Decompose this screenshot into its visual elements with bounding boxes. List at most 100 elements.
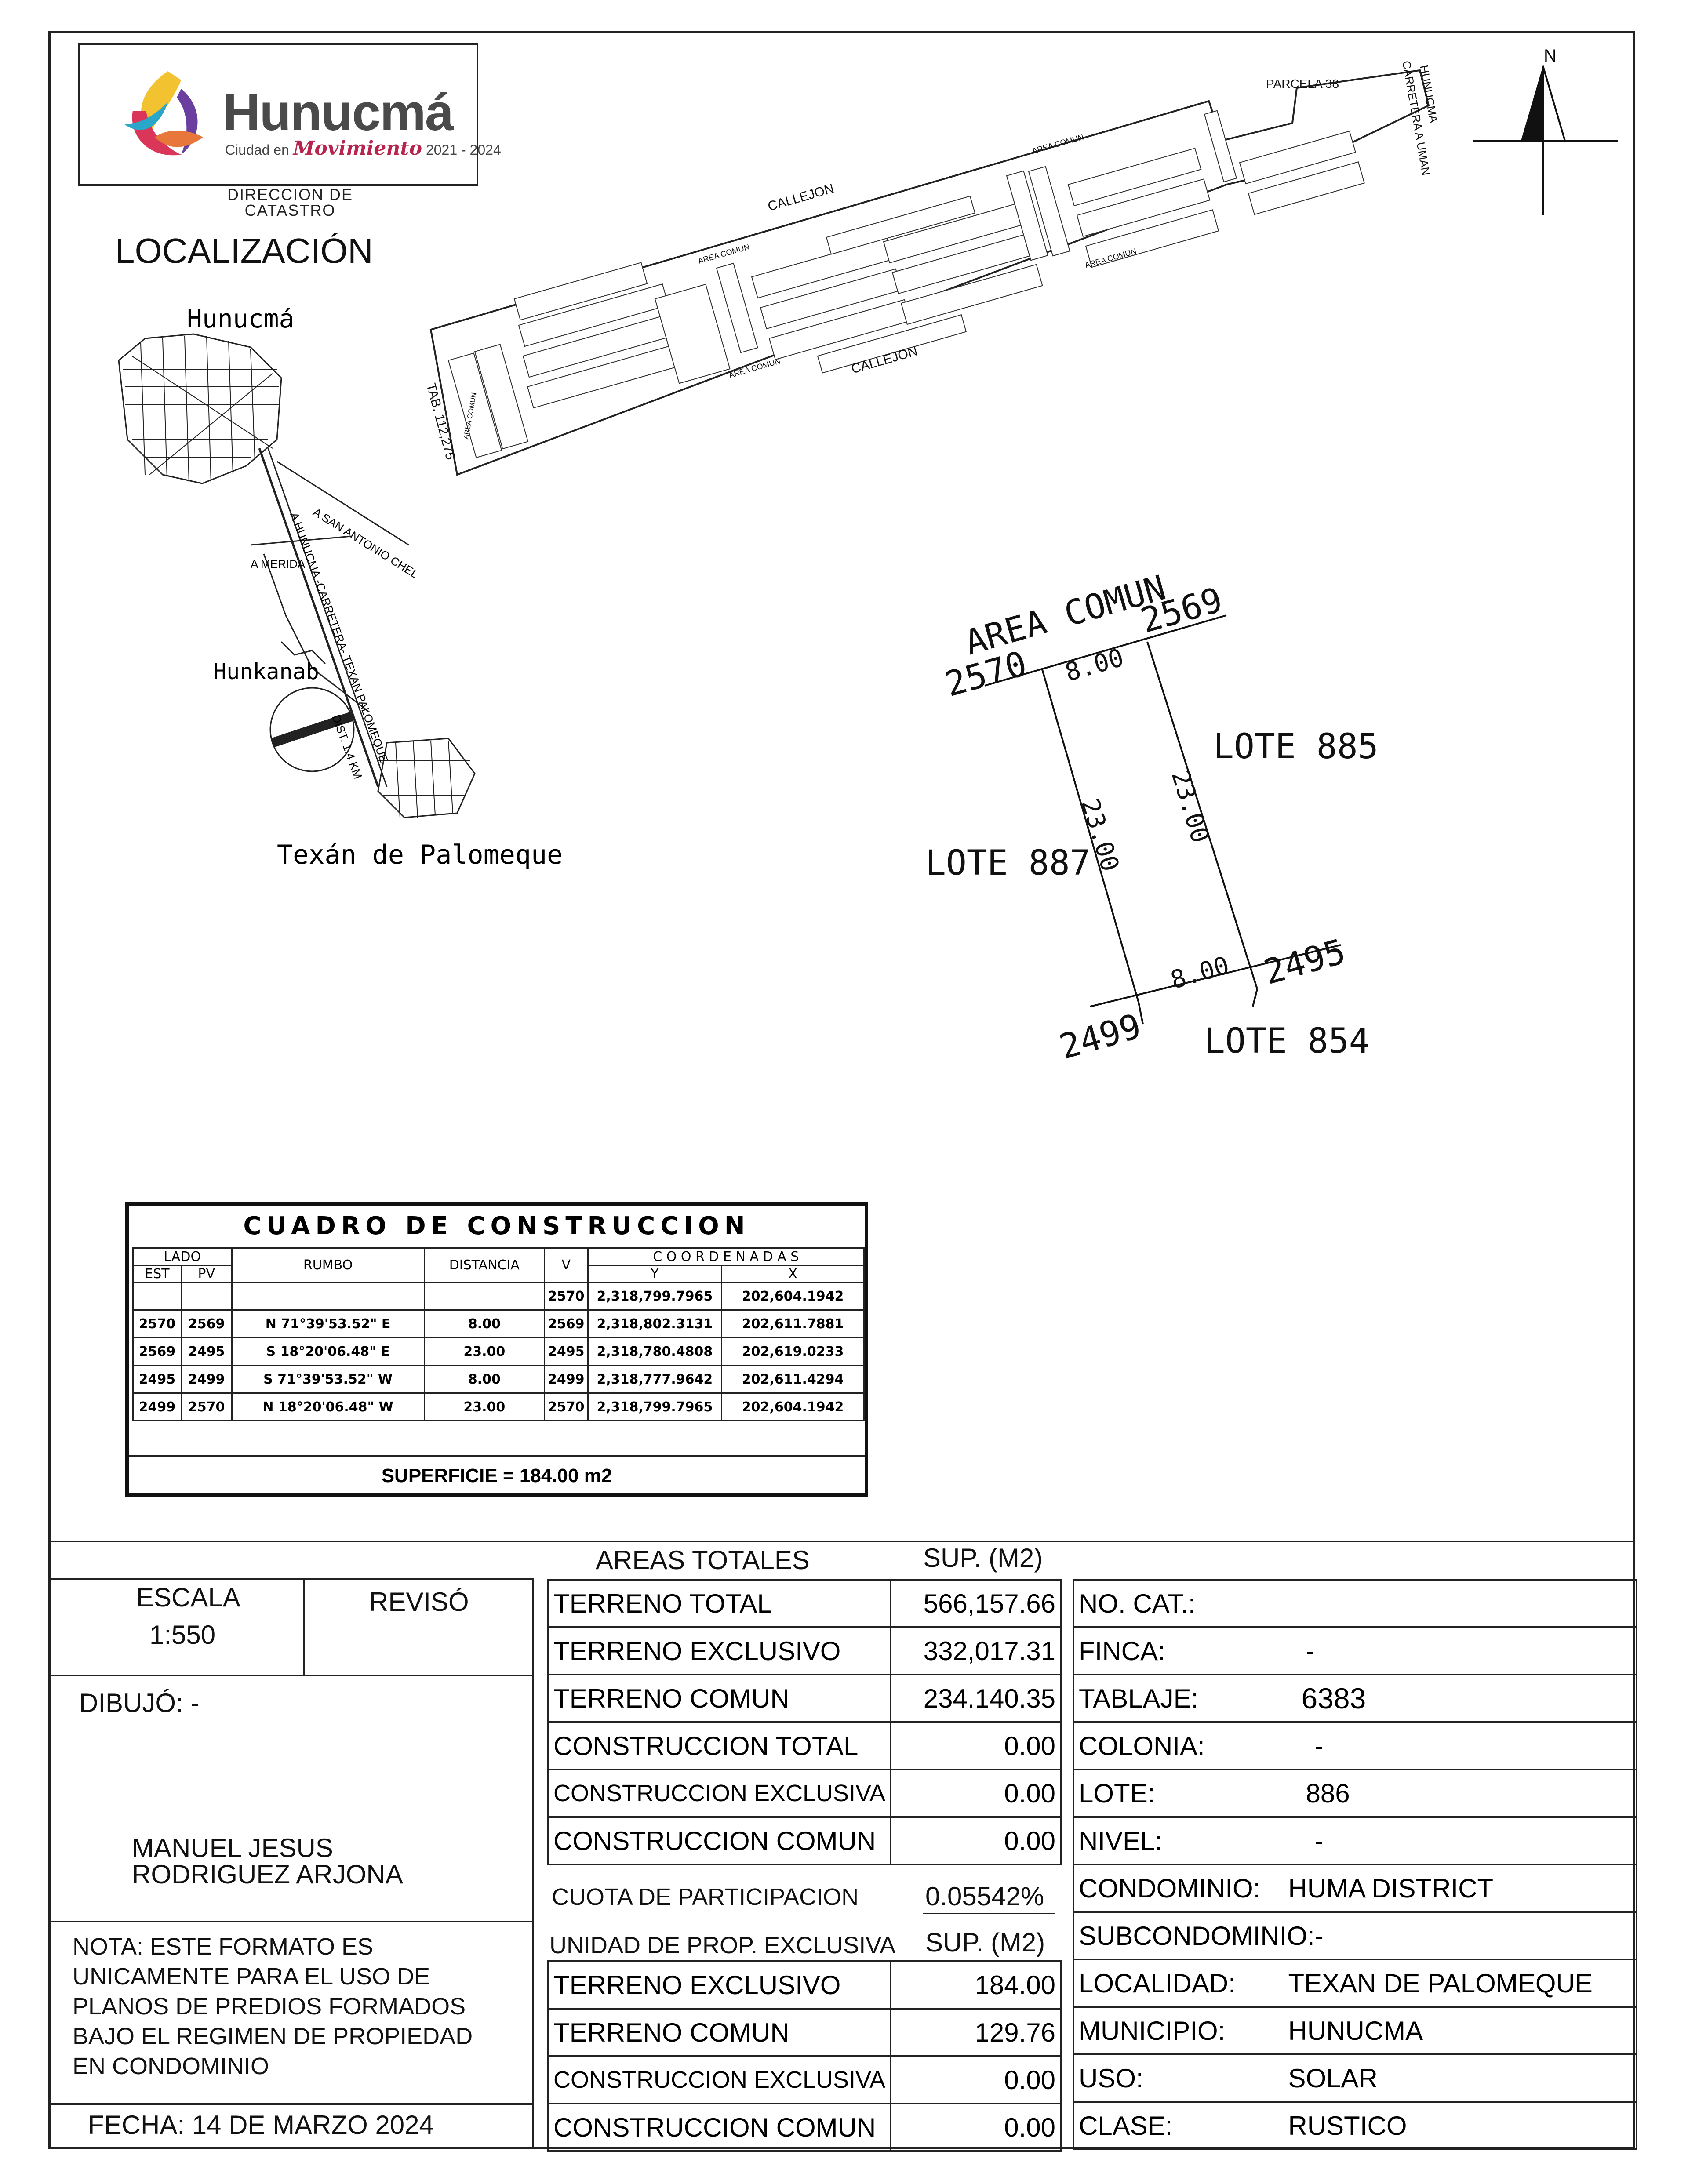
- neighbor-lote-854: LOTE 854: [1204, 1021, 1370, 1061]
- table-row: USO:SOLAR: [1072, 2053, 1637, 2103]
- table-row: 2570 2569 N 71°39'53.52" E 8.00 2569 2,3…: [132, 1309, 865, 1338]
- cell-pv: 2499: [180, 1365, 233, 1394]
- property-value: 886: [1288, 1769, 1637, 1818]
- property-label: NIVEL:: [1072, 1816, 1288, 1865]
- divider: [48, 1578, 533, 1580]
- table-row: CONDOMINIO:HUMA DISTRICT: [1072, 1864, 1637, 1913]
- dibujo-value: -: [190, 1688, 200, 1718]
- property-label: LOCALIDAD:: [1072, 1959, 1288, 2008]
- divider: [48, 1675, 533, 1676]
- svg-text:N: N: [1544, 46, 1557, 65]
- property-value: -: [1288, 1816, 1637, 1865]
- hdr-v: V: [544, 1247, 589, 1283]
- hdr-coordenadas: C O O R D E N A D A S: [587, 1247, 865, 1266]
- table-row: 2495 2499 S 71°39'53.52" W 8.00 2499 2,3…: [132, 1365, 865, 1394]
- logo-wordmark: Hunucmá: [223, 84, 454, 142]
- side-right: 23.00: [1166, 767, 1215, 846]
- area-value: 0.00: [890, 1816, 1062, 1865]
- cell-v: 2570: [544, 1392, 589, 1421]
- cell-x: 202,604.1942: [721, 1392, 865, 1421]
- unidad-label: UNIDAD DE PROP. EXCLUSIVA: [549, 1932, 896, 1959]
- cell-v: 2495: [544, 1337, 589, 1366]
- nota-line: UNICAMENTE PARA EL USO DE: [73, 1963, 430, 1990]
- location-map: Hunucmá Hunkanab Texán de Palomeque A SA…: [118, 308, 563, 870]
- superficie-total: SUPERFICIE = 184.00 m2: [381, 1465, 612, 1486]
- table-row: COLONIA:-: [1072, 1721, 1637, 1770]
- cell-rumbo: N 71°39'53.52" E: [231, 1309, 425, 1338]
- hdr-rumbo: RUMBO: [231, 1247, 425, 1283]
- table-row: LOTE:886: [1072, 1769, 1637, 1818]
- table-row: 2570 2,318,799.7965 202,604.1942: [132, 1282, 865, 1311]
- divider: [48, 2103, 533, 2105]
- town-texan: Texán de Palomeque: [277, 839, 563, 870]
- area-value: 332,017.31: [890, 1626, 1062, 1675]
- cell-y: 2,318,799.7965: [587, 1392, 723, 1421]
- area-value: 184.00: [890, 1960, 1062, 2010]
- logo-tagline: Ciudad en Movimiento 2021 - 2024: [225, 137, 501, 160]
- area-label: TERRENO TOTAL: [547, 1579, 892, 1628]
- area-value: 566,157.66: [890, 1579, 1062, 1628]
- construction-table: CUADRO DE CONSTRUCCION LADO RUMBO DISTAN…: [125, 1202, 868, 1497]
- north-arrow-icon: N: [1473, 46, 1618, 215]
- escala-value: 1:550: [149, 1620, 216, 1650]
- area-value: 0.00: [890, 1721, 1062, 1770]
- property-value: HUMA DISTRICT: [1288, 1864, 1637, 1913]
- area-value: 234.140.35: [890, 1674, 1062, 1723]
- table-row: CLASE:RUSTICO: [1072, 2101, 1637, 2150]
- area-label: TERRENO EXCLUSIVO: [547, 1960, 892, 2010]
- author-line-1: MANUEL JESUS: [132, 1833, 333, 1863]
- cell-y: 2,318,780.4808: [587, 1337, 723, 1366]
- author-name: MANUEL JESUS RODRIGUEZ ARJONA: [132, 1835, 403, 1888]
- area-label: TERRENO COMUN: [547, 1674, 892, 1723]
- side-top: 8.00: [1062, 643, 1127, 687]
- road-label-merida: A MERIDA: [251, 557, 306, 571]
- construction-grid: LADO RUMBO DISTANCIA V C O O R D E N A D…: [132, 1247, 865, 1421]
- area-label: CONSTRUCCION COMUN: [547, 2103, 892, 2152]
- cell-est: 2569: [132, 1337, 182, 1366]
- table-row: NO. CAT.:: [1072, 1579, 1637, 1628]
- areas-sup-header: SUP. (M2): [923, 1543, 1043, 1573]
- property-label: LOTE:: [1072, 1769, 1288, 1818]
- cell-est: 2570: [132, 1309, 182, 1338]
- cell-rumbo: N 18°20'06.48" W: [231, 1392, 425, 1421]
- cell-pv: 2569: [180, 1309, 233, 1338]
- table-row: LOCALIDAD:TEXAN DE PALOMEQUE: [1072, 1959, 1637, 2008]
- construction-table-title: CUADRO DE CONSTRUCCION: [243, 1212, 750, 1240]
- table-row: 2499 2570 N 18°20'06.48" W 23.00 2570 2,…: [132, 1392, 865, 1421]
- dibujo-label: DIBUJÓ: -: [79, 1688, 199, 1718]
- cell-v: 2569: [544, 1309, 589, 1338]
- divider: [923, 1913, 1055, 1914]
- table-row: SUBCONDOMINIO:-: [1073, 1911, 1637, 1960]
- divider: [532, 1578, 534, 2149]
- area-value: 0.00: [890, 2055, 1062, 2104]
- vertex-2495: 2495: [1259, 932, 1350, 992]
- hdr-est: EST: [132, 1265, 182, 1283]
- cell-v: 2570: [544, 1282, 589, 1311]
- divider: [48, 1921, 533, 1922]
- cell-est: 2495: [132, 1365, 182, 1394]
- cell-pv: 2495: [180, 1337, 233, 1366]
- area-label: CONSTRUCCION EXCLUSIVA: [547, 2055, 892, 2104]
- vertex-2499: 2499: [1055, 1007, 1145, 1067]
- cell-distancia: 8.00: [423, 1309, 546, 1338]
- area-label: TERRENO EXCLUSIVO: [547, 1626, 892, 1675]
- property-table: NO. CAT.: FINCA:- TABLAJE:6383 COLONIA:-…: [1072, 1579, 1637, 2150]
- logo-swirl-icon: [124, 71, 203, 156]
- divider: [129, 1455, 865, 1457]
- table-row: FINCA:-: [1072, 1626, 1637, 1675]
- area-label: TERRENO COMUN: [547, 2008, 892, 2057]
- property-value: 6383: [1288, 1674, 1637, 1723]
- property-value: -: [1288, 1721, 1637, 1770]
- label-parcela-38: PARCELA 38: [1266, 77, 1339, 91]
- property-value: RUSTICO: [1288, 2101, 1637, 2150]
- site-plan: PARCELA 38 CARRETERA A UMAN HUNUCMA CALL…: [423, 60, 1441, 476]
- area-value: 0.00: [890, 1769, 1062, 1818]
- cell-distancia: 8.00: [423, 1365, 546, 1394]
- cuota-label: CUOTA DE PARTICIPACION: [552, 1884, 859, 1910]
